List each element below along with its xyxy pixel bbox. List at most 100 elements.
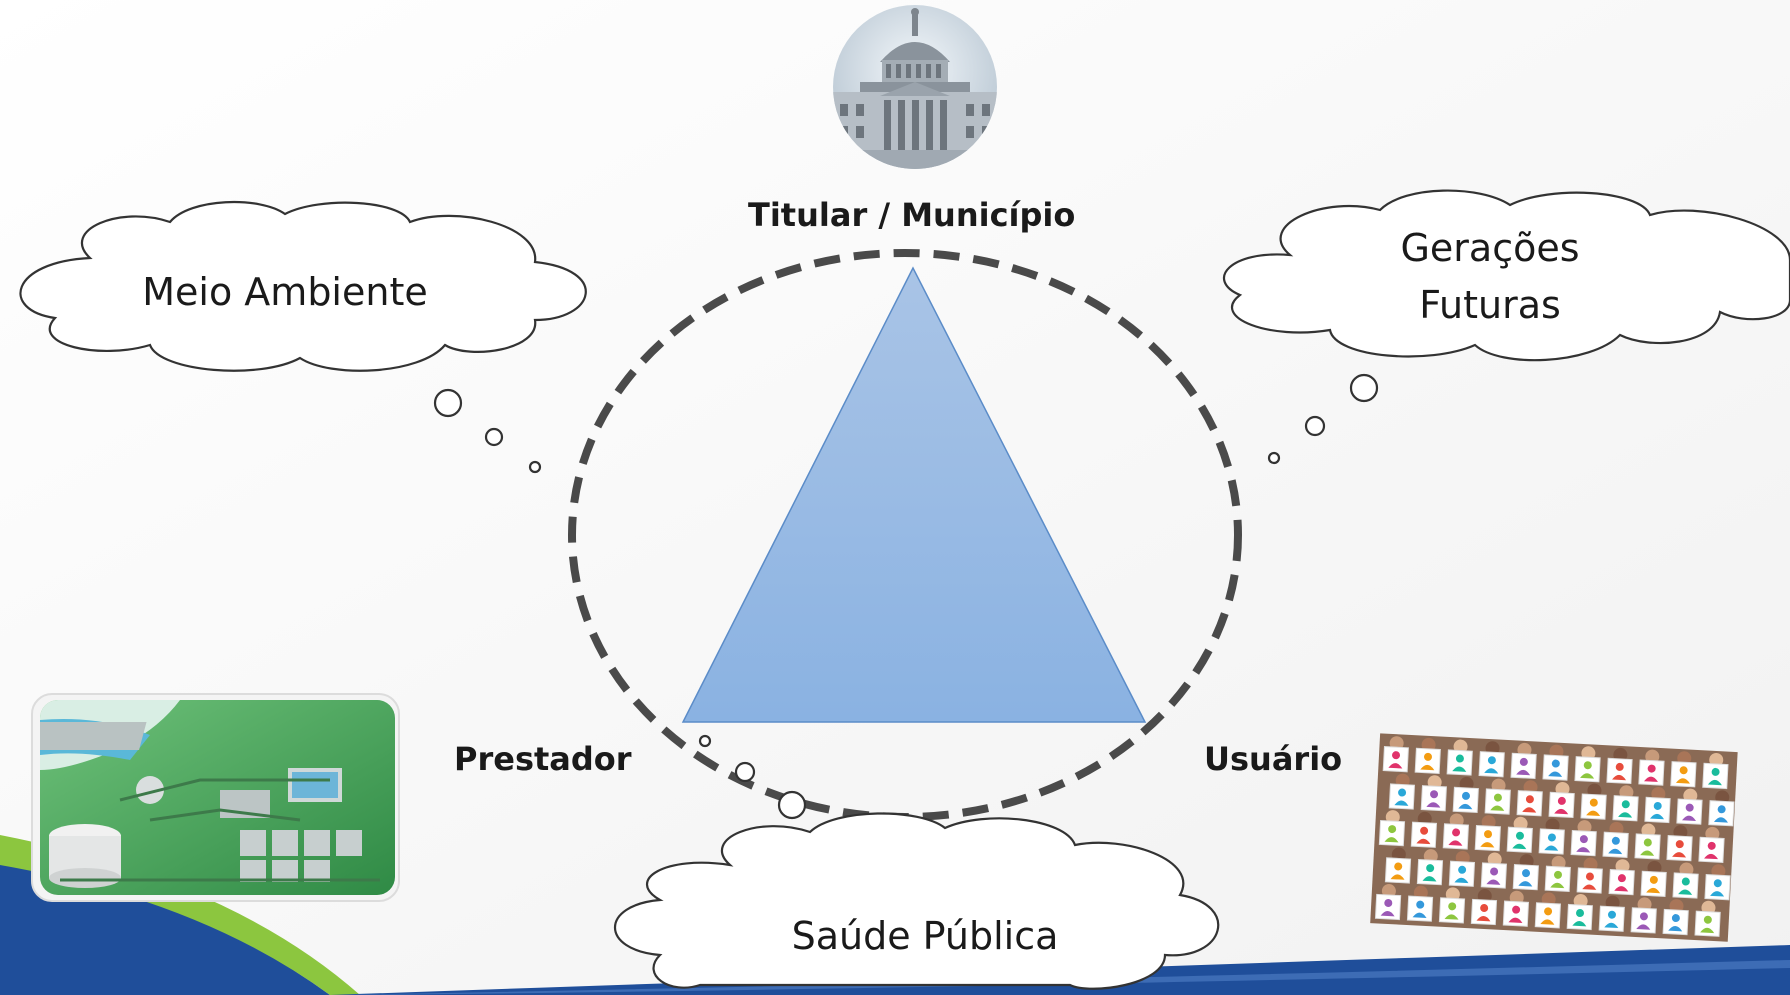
person-icon-body — [1390, 874, 1405, 880]
person-icon-body — [1618, 812, 1633, 818]
thought-bubbles-future — [1267, 373, 1379, 465]
person-icon-body — [1476, 915, 1491, 922]
person-icon-head — [1490, 867, 1499, 876]
person-icon-head — [1525, 795, 1534, 804]
person-icon-body — [1612, 774, 1627, 781]
person-icon-body — [1582, 884, 1597, 890]
person-icon-head — [1611, 836, 1620, 845]
stakeholder-triangle — [681, 266, 1147, 723]
person-icon-head — [1703, 915, 1712, 924]
thought-bubbles-health — [698, 734, 807, 820]
person-icon-body — [1452, 766, 1467, 772]
person-icon-head — [1512, 905, 1521, 914]
person-icon-head — [1675, 840, 1684, 849]
person-icon-head — [1515, 831, 1524, 840]
person-icon-body — [1668, 926, 1683, 932]
cloud-future-generations — [1222, 189, 1790, 362]
person-icon-head — [1487, 756, 1496, 765]
health-text: Saúde Pública — [791, 914, 1059, 958]
person-icon-head — [1717, 805, 1726, 814]
person-icon-head — [1649, 875, 1658, 884]
person-icon-head — [1448, 902, 1457, 911]
person-icon-body — [1516, 769, 1531, 776]
person-icon-head — [1615, 762, 1624, 771]
person-icon-body — [1608, 848, 1623, 855]
person-icon-body — [1550, 882, 1565, 889]
cloud-environment — [19, 200, 587, 372]
person-icon-head — [1426, 864, 1435, 873]
label-prestador: Prestador — [454, 740, 632, 778]
person-icon-head — [1480, 904, 1489, 913]
person-icon-body — [1713, 817, 1728, 823]
person-icon-head — [1455, 754, 1464, 763]
person-icon-body — [1704, 853, 1719, 860]
person-icon-head — [1647, 764, 1656, 773]
person-icon-body — [1576, 847, 1591, 853]
person-icon-body — [1614, 886, 1629, 892]
person-icon-body — [1604, 922, 1619, 929]
person-icon-body — [1636, 924, 1651, 930]
person-icon-body — [1420, 764, 1435, 771]
person-icon-body — [1484, 768, 1499, 774]
person-icon-head — [1707, 841, 1716, 850]
person-icon-body — [1380, 910, 1395, 917]
future-text-line2: Futuras — [1419, 283, 1561, 327]
person-icon-body — [1540, 919, 1555, 925]
person-icon-head — [1519, 757, 1528, 766]
person-icon-head — [1484, 830, 1493, 839]
person-icon-body — [1522, 807, 1537, 813]
person-icon-body — [1640, 850, 1655, 856]
person-icon-head — [1685, 803, 1694, 812]
person-icon-body — [1678, 889, 1693, 895]
person-icon-head — [1679, 766, 1688, 775]
person-icon-head — [1544, 907, 1553, 916]
person-icon-body — [1508, 917, 1523, 924]
person-icon-head — [1493, 793, 1502, 802]
person-icon-body — [1444, 914, 1459, 920]
person-icon-head — [1621, 800, 1630, 809]
person-icon-head — [1420, 826, 1429, 835]
person-icon-body — [1572, 921, 1587, 927]
person-icon-head — [1392, 751, 1401, 760]
person-icon-head — [1461, 791, 1470, 800]
person-icon-head — [1388, 825, 1397, 834]
person-icon-head — [1713, 879, 1722, 888]
person-icon-body — [1707, 779, 1722, 786]
person-icon-body — [1646, 887, 1661, 894]
person-icon-head — [1458, 865, 1467, 874]
person-icon-body — [1454, 877, 1469, 884]
cloud-text-health: Saúde Pública — [770, 908, 1080, 965]
thought-bubbles-environment — [433, 388, 542, 474]
person-icon-body — [1518, 881, 1533, 887]
person-icon-body — [1388, 763, 1403, 769]
person-icon-head — [1522, 869, 1531, 878]
person-icon-head — [1589, 798, 1598, 807]
person-icon-body — [1480, 842, 1495, 848]
person-icon-head — [1398, 788, 1407, 797]
person-icon-head — [1617, 874, 1626, 883]
person-icon-head — [1671, 914, 1680, 923]
person-icon-body — [1650, 813, 1665, 820]
person-icon-body — [1448, 840, 1463, 846]
person-icon-head — [1551, 759, 1560, 768]
future-text-line1: Gerações — [1400, 226, 1580, 270]
person-icon-head — [1452, 828, 1461, 837]
person-icon-head — [1643, 838, 1652, 847]
crowd-people-image — [1370, 733, 1738, 942]
person-icon-head — [1557, 796, 1566, 805]
person-icon-head — [1639, 912, 1648, 921]
person-icon-head — [1547, 833, 1556, 842]
label-usuario: Usuário — [1204, 740, 1343, 778]
person-icon-body — [1700, 927, 1715, 934]
person-icon-body — [1422, 876, 1437, 882]
person-icon-head — [1384, 898, 1393, 907]
person-icon-head — [1653, 801, 1662, 810]
cloud-text-future: Gerações Futuras — [1370, 220, 1610, 334]
treatment-plant-image — [31, 693, 400, 902]
person-icon-body — [1426, 802, 1441, 808]
person-icon-head — [1585, 872, 1594, 881]
person-icon-head — [1423, 752, 1432, 761]
person-icon-head — [1430, 790, 1439, 799]
person-icon-body — [1672, 852, 1687, 858]
